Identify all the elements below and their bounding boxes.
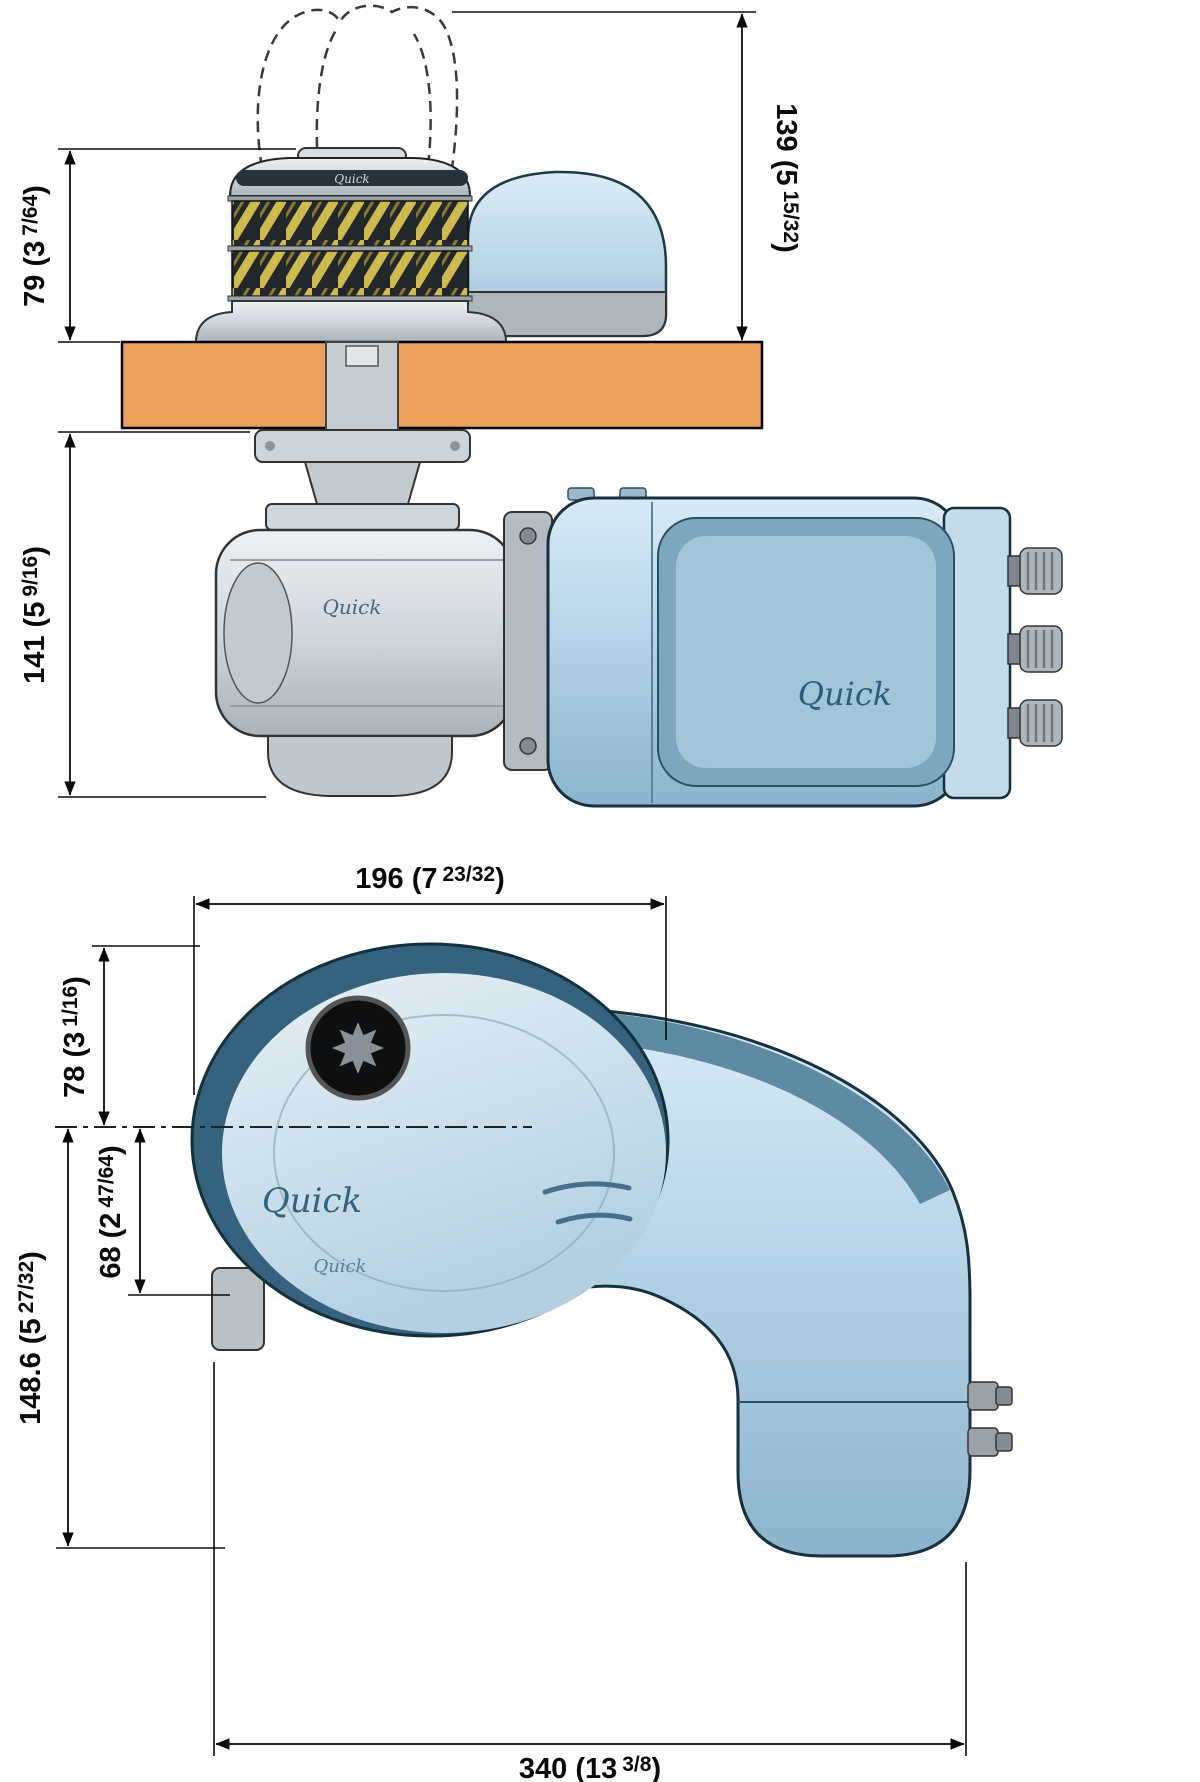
below-deck-gearbox: Quick [214,429,553,797]
cable-gland-top-2 [967,1427,1013,1457]
side-view: Quick Quick [19,4,1063,808]
dimension-center-to-motor-end: 148.6 (527/32) [15,1128,225,1549]
adapter-bolt-bottom [519,737,537,755]
cable-gland-3 [1007,699,1063,747]
deck-plank-section [120,340,764,430]
speed-line-decor [542,1181,633,1225]
motor-assembly: Quick [546,487,1063,808]
body-detail-ring [273,1014,615,1292]
above-deck-dome [466,170,668,338]
gland-body-2 [1019,625,1063,673]
shaft-key [345,345,379,367]
dimension-gypsy-height: 79 (37/64) [19,148,296,343]
speed-line-2 [555,1212,633,1225]
gearbox-left-hub [223,562,293,704]
gypsy-drum-assembly: Quick [195,147,507,343]
brand-logo-top-small: Quick [313,1256,366,1277]
shaft-taper-column [303,461,422,505]
speed-line-1 [542,1181,632,1195]
gland-body-1 [1019,547,1063,595]
rode-outer-dashed-path [256,4,459,169]
adapter-bolt-top [519,527,537,545]
brand-logo-gearbox: Quick [323,595,382,619]
gland-ribs-2 [1026,630,1054,668]
chainwheel-row-lower [231,250,469,297]
dome-base-band [467,291,667,337]
motor-adapter-flange [503,511,553,771]
clutch-socket-star [332,1022,384,1074]
clamp-flange-upper [254,429,471,463]
brand-logo-motor: Quick [798,675,892,713]
flange-bolt-left [265,441,275,451]
gland-top-tip-2 [995,1432,1013,1452]
windlass-body-top: Quick Quick [190,942,670,1338]
gland-top-body-1 [967,1381,999,1411]
gypsy-cap-dark-band [236,170,468,186]
gland-ribs-1 [1026,552,1054,590]
gland-top-tip-1 [995,1386,1013,1406]
rode-inner-dashed-path-right [412,33,432,167]
dimension-center-to-top: 78 (31/16) [59,945,200,1126]
motor-cover-panel [676,536,936,768]
dimension-below-deck-height: 141 (59/16) [19,431,266,798]
dimension-center-to-bottom: 68 (247/64) [95,1128,230,1296]
dim-center-to-top-label: 78 (31/16) [59,976,91,1098]
gland-ribs-3 [1026,704,1054,742]
brand-logo-cap: Quick [334,172,369,186]
dim-height-above-deck-label: 139 (515/32) [770,103,802,252]
dimension-height-above-deck: 139 (515/32) [452,11,802,343]
through-deck-shaft [325,341,399,431]
gypsy-base-flange [195,300,507,343]
body-inner-ellipse [222,973,666,1333]
dim-below-deck-height-label: 141 (59/16) [19,546,51,684]
anchor-rode-dashed-outline [256,4,459,169]
gland-top-body-2 [967,1427,999,1457]
dim-center-to-motor-end-label: 148.6 (527/32) [15,1251,47,1425]
dim-gypsy-height-label: 79 (37/64) [19,185,51,307]
chainwheel-row-upper [231,200,469,247]
cable-gland-2 [1007,625,1063,673]
brand-logo-top: Quick [262,1181,362,1221]
clamp-flange-lower [265,503,460,531]
deck-plank [120,340,764,430]
dim-center-to-bottom-label: 68 (247/64) [95,1145,127,1278]
cable-gland-1 [1007,547,1063,595]
gearbox-bottom-cap [267,735,453,797]
rode-inner-dashed-path-left [315,29,338,167]
cable-gland-top-1 [967,1381,1013,1411]
gland-body-3 [1019,699,1063,747]
flange-bolt-right [450,441,460,451]
chain-pipe-tab [211,1267,265,1351]
